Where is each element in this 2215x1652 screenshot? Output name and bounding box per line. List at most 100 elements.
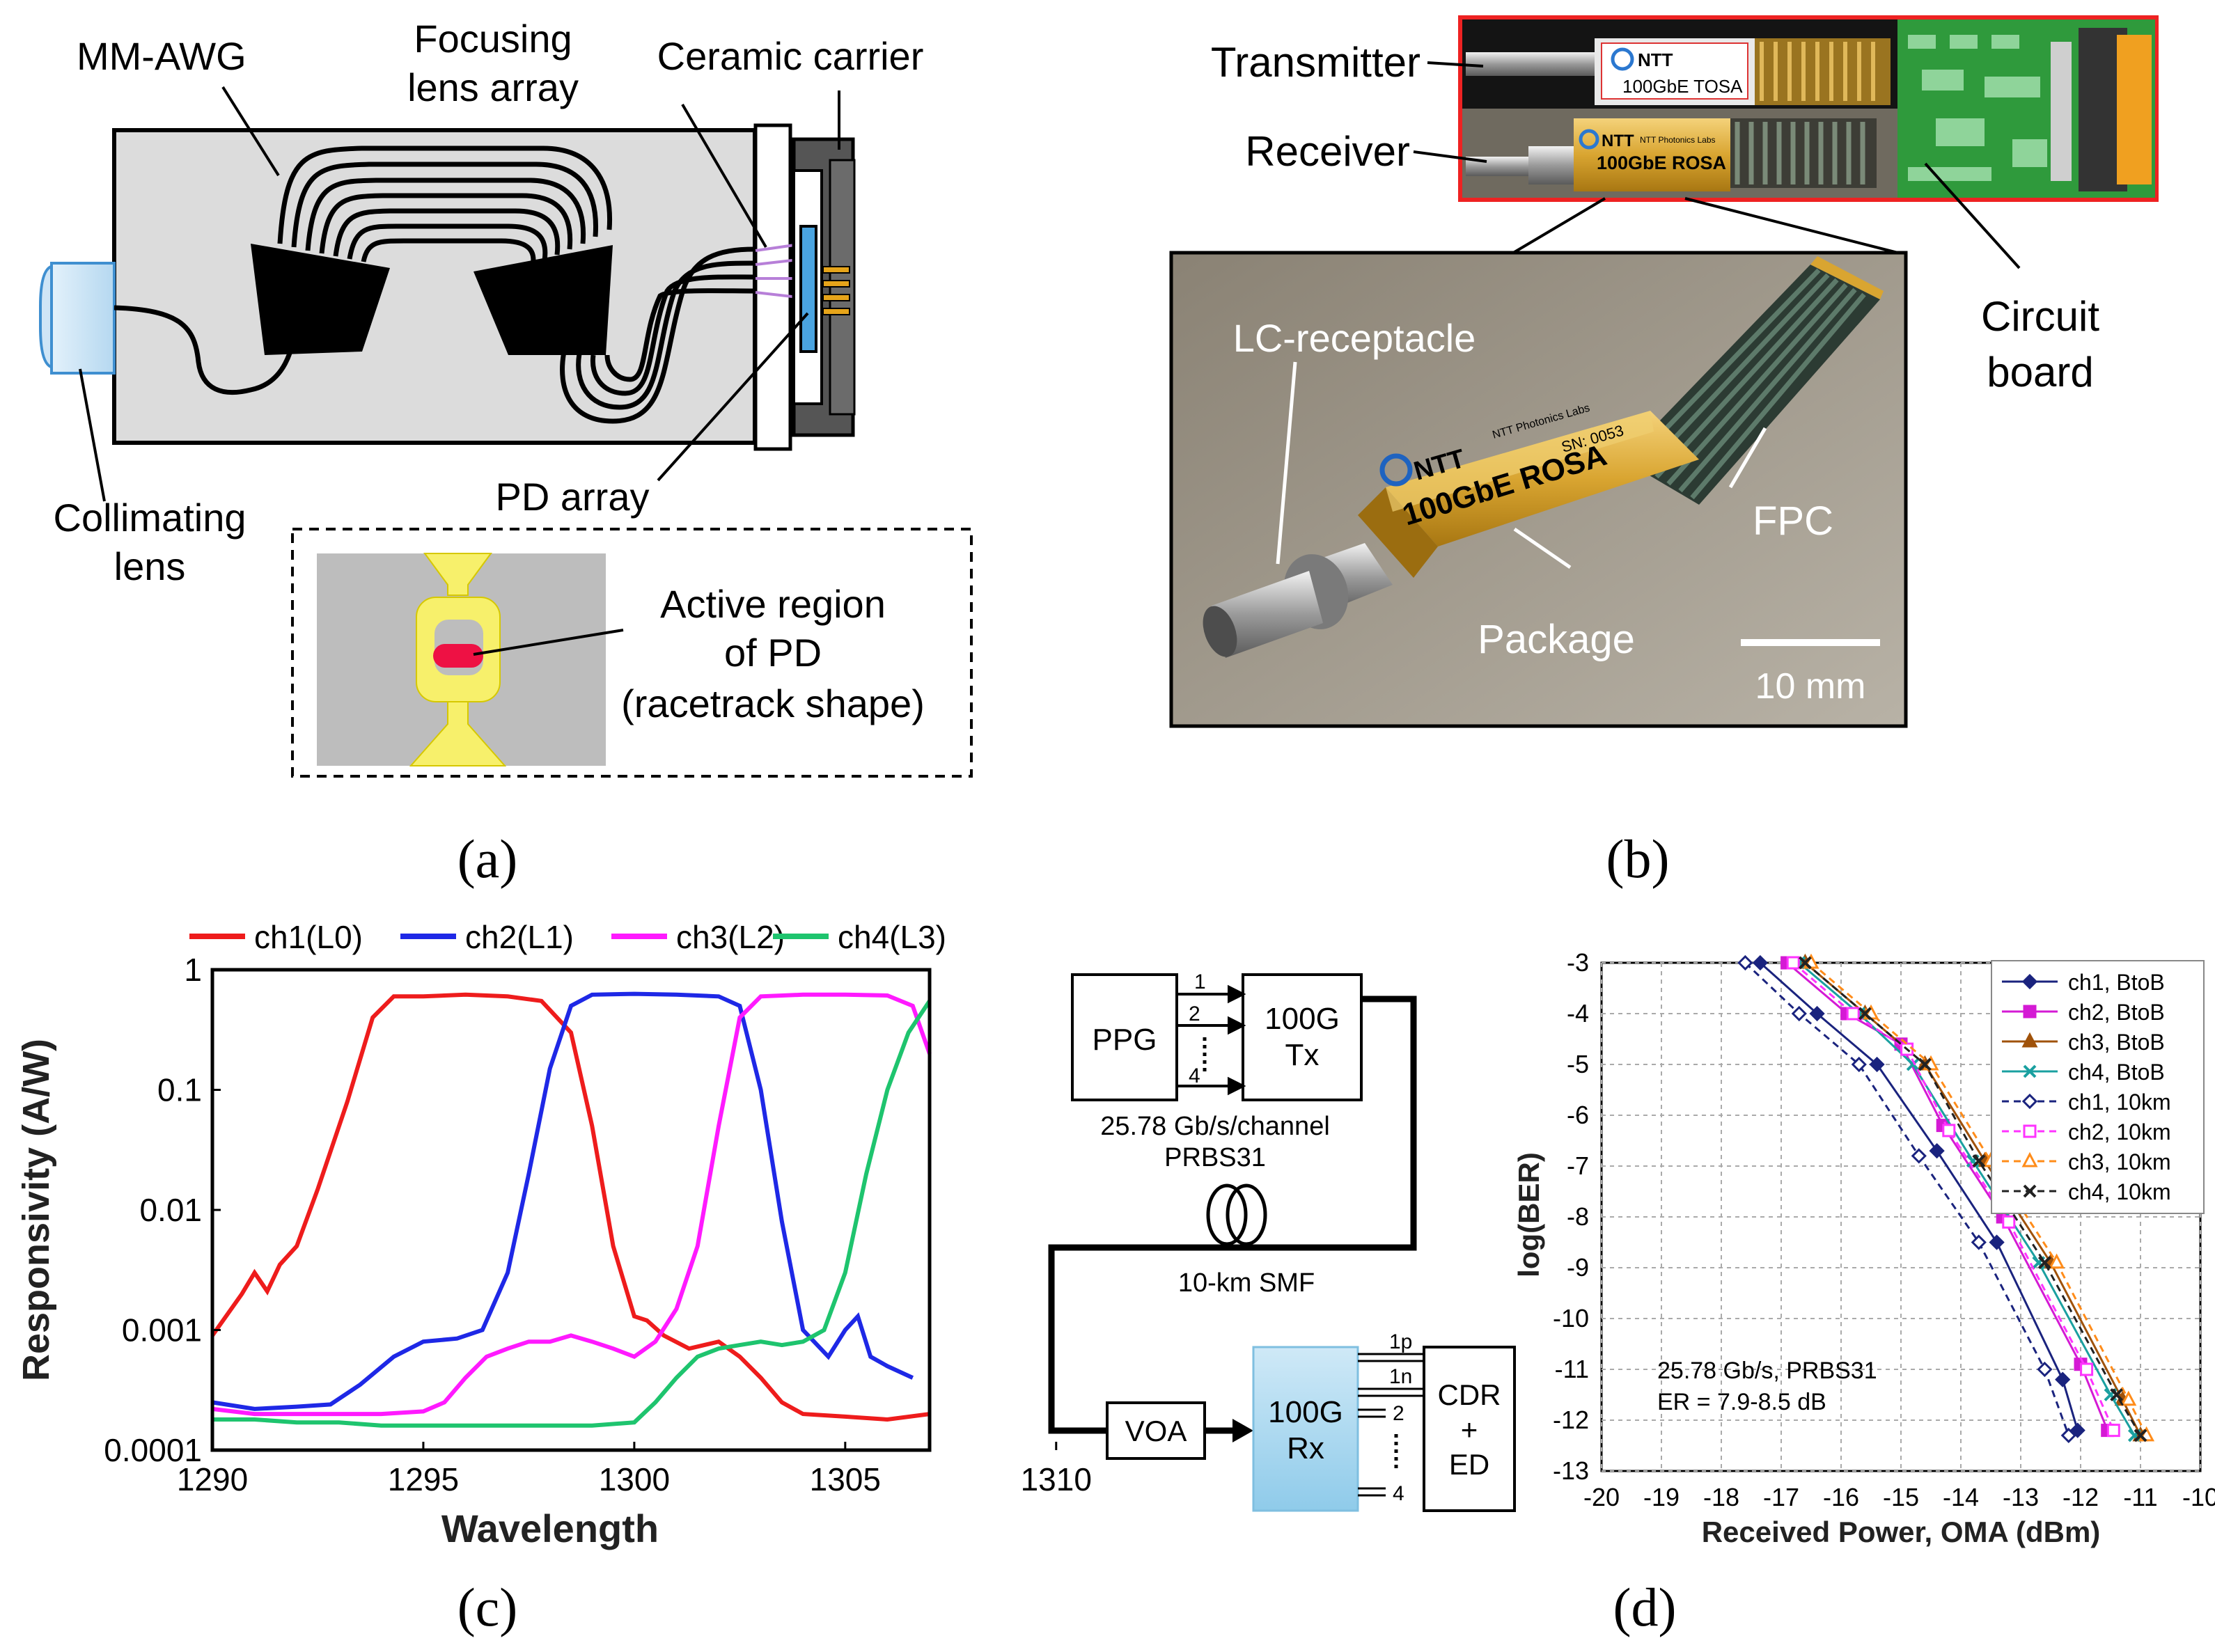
rx-line-2: 2 [1393, 1402, 1404, 1425]
x-tick-label-d-8: -12 [2063, 1483, 2099, 1511]
chart-d-annotation-2: ER = 7.9-8.5 dB [1657, 1389, 1826, 1415]
caption-b: (b) [1606, 828, 1670, 889]
lc-label: LC-receptacle [1233, 316, 1476, 360]
legend-d-label-7: ch3, 10km [2068, 1149, 2171, 1174]
chart-d-ylabel: log(BER) [1512, 1152, 1545, 1277]
point-d-6-4 [2002, 1215, 2016, 1229]
legend-d-marker-4 [2023, 1064, 2037, 1078]
tx-label-1: 100G [1265, 1002, 1340, 1036]
pd-chip [799, 225, 817, 353]
x-tick-label-d-6: -14 [1943, 1483, 1979, 1511]
caption-a: (a) [457, 828, 518, 889]
rx-box [1252, 1346, 1359, 1512]
chart-c-xlabel: Wavelength [441, 1507, 659, 1550]
y-tick-label-d-0: -3 [1567, 948, 1589, 977]
legend-c-3: ch3(L2) [676, 919, 785, 955]
output-waveguides [560, 246, 756, 424]
y-tick-label-d-5: -8 [1567, 1202, 1589, 1231]
point-d-6-5 [2080, 1362, 2094, 1376]
panel-d: -20-19-18-17-16-15-14-13-12-11-10-3-4-5-… [1512, 948, 2215, 1637]
point-d-8-5 [2110, 1388, 2124, 1401]
legend-d-marker-7 [2021, 1151, 2038, 1167]
point-d-7-5 [2120, 1390, 2137, 1406]
legend-c: ch1(L0) ch2(L1) ch3(L2) ch4(L3) [189, 919, 946, 955]
legend-d-label-6: ch2, 10km [2068, 1119, 2171, 1144]
y-tick-label-c-3: 0.001 [122, 1312, 202, 1348]
circuit-label-1: Circuit [1981, 293, 2099, 340]
rx-line-1n: 1n [1389, 1365, 1412, 1388]
line-1: 1 [1194, 970, 1206, 993]
setup-diagram: PPG 100G Tx 1 2 4 25.78 Gb/s/channel PRB… [1048, 970, 1516, 1512]
y-tick-label-d-8: -11 [1555, 1355, 1589, 1383]
x-tick-label-c-3: 1305 [810, 1461, 881, 1497]
focusing-label-2: lens array [407, 65, 579, 109]
x-tick-label-c-4: 1310 [1021, 1461, 1092, 1497]
scale-label: 10 mm [1755, 666, 1866, 707]
point-d-6-6 [2106, 1424, 2120, 1438]
transmitter-label: Transmitter [1211, 39, 1420, 86]
photo-package: NTT 100GbE ROSA NTT Photonics Labs SN: 0… [1358, 402, 1699, 578]
voa-rx-arrow [1205, 1419, 1253, 1442]
package-label: Package [1478, 617, 1635, 662]
panel-a-leaders [79, 86, 840, 502]
series-line-c-3 [212, 992, 932, 1417]
y-tick-label-c-0: 1 [184, 952, 202, 988]
rx-label-2: Rx [1287, 1431, 1324, 1465]
point-d-6-1 [1846, 1007, 1860, 1021]
ppg-box [1071, 973, 1178, 1101]
awg-waveguides [114, 145, 613, 395]
legend-d-marker-2 [2023, 1005, 2037, 1018]
circuit-label-2: board [1987, 349, 2093, 395]
point-d-5-2 [1851, 1056, 1867, 1073]
rosa-brand: NTT [1602, 132, 1634, 150]
caption-d: (d) [1613, 1577, 1677, 1637]
active-label-1: Active region [660, 582, 886, 626]
tx-label-2: Tx [1285, 1038, 1320, 1072]
x-tick-label-d-2: -18 [1703, 1483, 1739, 1511]
active-label-3: (racetrack shape) [621, 682, 925, 725]
chart-c-ylabel: Responsivity (A/W) [15, 1039, 57, 1381]
rosa-flex [1735, 122, 1865, 184]
series-line-c-1 [210, 992, 930, 1422]
focusing-lens-array [753, 123, 792, 451]
line-2: 2 [1189, 1002, 1200, 1025]
cdr-box [1423, 1346, 1516, 1512]
panel-c: ch1(L0) ch2(L1) ch3(L2) ch4(L3) 1290 1295… [15, 919, 1092, 1637]
cdr-label-1: CDR [1438, 1378, 1501, 1411]
tosa-flex [1760, 42, 1875, 101]
x-tick-label-d-1: -19 [1643, 1483, 1680, 1511]
point-d-8-6 [2134, 1429, 2147, 1442]
point-d-8-0 [1798, 956, 1812, 970]
rx-cdr-lines [1358, 1353, 1424, 1497]
active-label-2: of PD [724, 631, 822, 675]
series-line-c-2 [212, 991, 914, 1411]
voa-box [1106, 1401, 1206, 1460]
ppg-label: PPG [1093, 1023, 1157, 1057]
ppg-tx-lines [1177, 984, 1246, 1096]
legend-d-label-8: ch4, 10km [2068, 1179, 2171, 1204]
series-line-c-4 [212, 1000, 932, 1428]
x-tick-label-c-0: 1290 [177, 1461, 248, 1497]
x-tick-label-d-4: -16 [1823, 1483, 1859, 1511]
tosa-brand: NTT [1638, 49, 1673, 70]
point-d-1-6 [2069, 1422, 2085, 1438]
tx-box [1242, 973, 1363, 1101]
tosa-label: 100GbE TOSA [1622, 76, 1743, 97]
legend-d-marker-1 [2021, 973, 2038, 990]
legend-d-label-4: ch4, BtoB [2068, 1060, 2165, 1085]
y-tick-label-d-2: -5 [1567, 1050, 1589, 1078]
x-tick-label-c-1: 1295 [388, 1461, 459, 1497]
x-tick-label-d-5: -15 [1883, 1483, 1919, 1511]
point-d-1-5 [2055, 1371, 2071, 1387]
point-d-7-4 [2049, 1253, 2065, 1269]
legend-c-1: ch1(L0) [254, 919, 363, 955]
collimating-label-2: lens [114, 544, 186, 588]
point-d-8-2 [1918, 1057, 1932, 1071]
y-tick-label-d-9: -12 [1553, 1406, 1589, 1434]
fiber-path [1048, 996, 1417, 1434]
legend-c-4: ch4(L3) [838, 919, 946, 955]
point-d-8-3 [1972, 1154, 1986, 1168]
x-tick-label-d-7: -13 [2003, 1483, 2039, 1511]
